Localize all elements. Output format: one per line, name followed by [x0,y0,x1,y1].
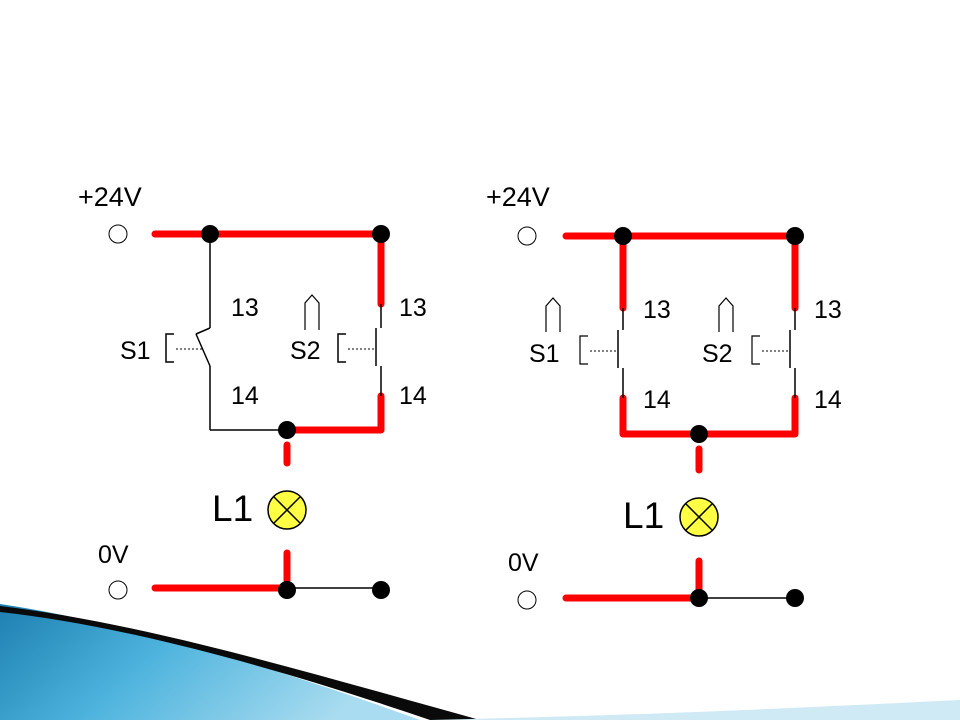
s1-label: S1 [529,340,560,368]
junction-dot [278,581,296,599]
switch-s1: S1 13 14 [120,294,259,410]
supply-zero-label: 0V [98,541,129,569]
circuit-1: +24V [78,182,427,600]
switch-s1: S1 13 14 [529,296,671,414]
live-wires [151,230,385,592]
live-wire-bottom-bus [619,394,799,438]
lamp-cross-b [685,503,713,531]
switch-s2: S2 13 14 [290,294,427,410]
s2-label: S2 [290,337,321,365]
junction-dot [614,227,632,245]
s1-terminal-top: 13 [643,296,671,324]
s1-press-arrow [545,297,561,332]
lamp-cross-b [273,496,301,524]
s1-terminal-bottom: 14 [643,386,671,414]
s1-pushbutton [579,335,588,365]
junction-dot [278,421,296,439]
supply-positive-label: +24V [78,182,142,212]
s2-terminal-bottom: 14 [814,386,842,414]
junction-dot [201,225,219,243]
s2-label: S2 [702,340,733,368]
supply-zero-label: 0V [508,549,539,577]
junction-dot [690,425,708,443]
decor-light-band [430,700,960,720]
lamp-l1: L1 [212,488,307,530]
circuit-2: +24V [486,182,842,610]
s1-label: S1 [120,337,151,365]
junction-dot [372,225,390,243]
supply-positive-terminal [517,226,537,246]
lamp-label: L1 [212,488,253,529]
junction-dot [372,581,390,599]
supply-zero-terminal [517,590,537,610]
decor-dark-swoosh [0,606,480,720]
s1-terminal-top: 13 [231,294,259,322]
live-wires [562,232,799,602]
lamp-l1: L1 [623,495,719,537]
live-wire-s2-bottom [283,392,385,434]
s1-contact-top [195,327,211,335]
junction-dot [786,589,804,607]
s2-press-arrow [304,294,320,330]
s1-pushbutton [165,333,174,363]
s2-pushbutton [337,333,346,363]
slide-decoration [0,604,960,720]
s2-terminal-bottom: 14 [399,382,427,410]
junction-dot [786,227,804,245]
idle-wires [209,234,381,589]
decor-blue-swoosh [0,604,420,720]
switch-s2: S2 13 14 [702,296,842,414]
s2-terminal-top: 13 [814,296,842,324]
s2-terminal-top: 13 [399,294,427,322]
supply-positive-label: +24V [486,182,550,212]
s1-terminal-bottom: 14 [231,382,259,410]
s2-press-arrow [718,297,734,332]
supply-zero-terminal [108,580,128,600]
s2-pushbutton [751,335,760,365]
supply-positive-terminal [108,224,128,244]
s1-blade [195,333,211,367]
junction-dot [690,589,708,607]
lamp-label: L1 [623,495,664,536]
